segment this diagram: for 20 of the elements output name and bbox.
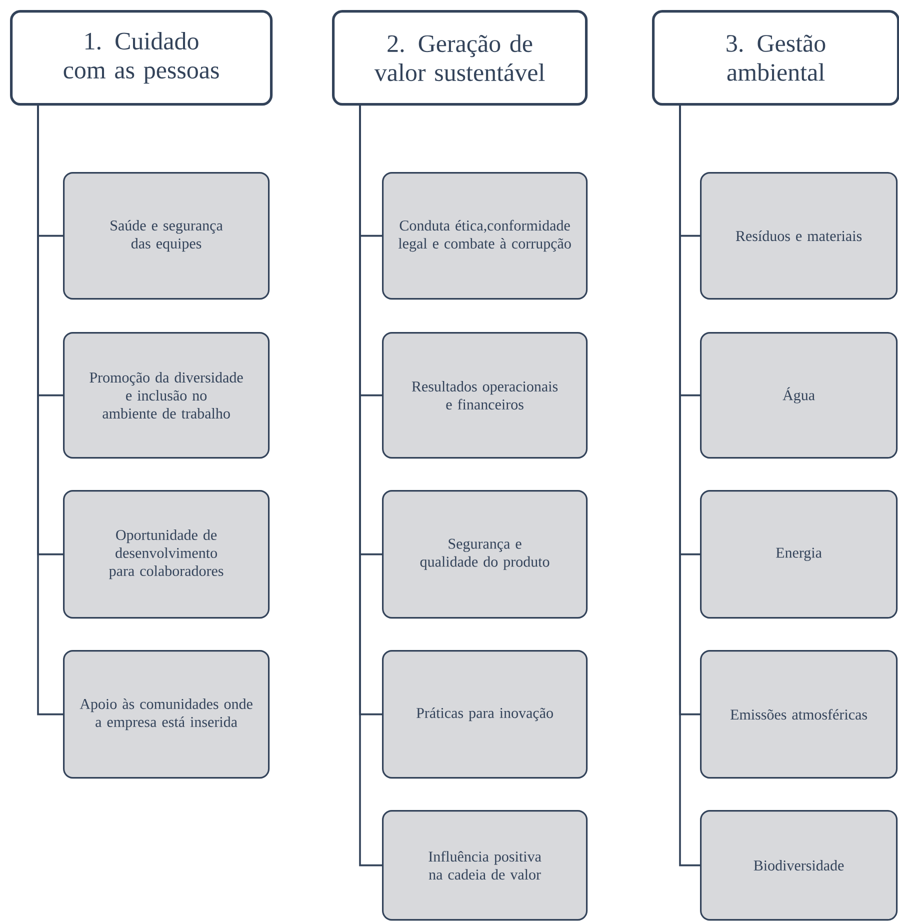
topic-box: Biodiversidade [700, 810, 898, 921]
header-box: 1. Cuidado com as pessoas [10, 10, 273, 106]
topic-box: Energia [700, 490, 898, 619]
connector-line [679, 106, 700, 866]
topic-box: Conduta ética,conformidade legal e combate à corrupção [382, 172, 588, 300]
topic-box: Promoção da diversidade e inclusão no ambiente de trabalho [63, 332, 270, 459]
topic-box: Oportunidade de desenvolvimento para colaboradores [63, 490, 270, 619]
topic-box: Segurança e qualidade do produto [382, 490, 588, 619]
connector-line [359, 106, 382, 866]
topic-box: Resíduos e materiais [700, 172, 898, 300]
topic-box: Apoio às comunidades onde a empresa está inserida [63, 650, 270, 779]
topic-box: Práticas para inovação [382, 650, 588, 779]
topic-box: Resultados operacionais e financeiros [382, 332, 588, 459]
topic-box: Emissões atmosféricas [700, 650, 898, 779]
header-box: 2. Geração de valor sustentável [332, 10, 588, 106]
header-box: 3. Gestão ambiental [652, 10, 899, 106]
topic-box: Saúde e segurança das equipes [63, 172, 270, 300]
topic-box: Influência positiva na cadeia de valor [382, 810, 588, 921]
connector-line [37, 106, 63, 716]
topic-box: Água [700, 332, 898, 459]
